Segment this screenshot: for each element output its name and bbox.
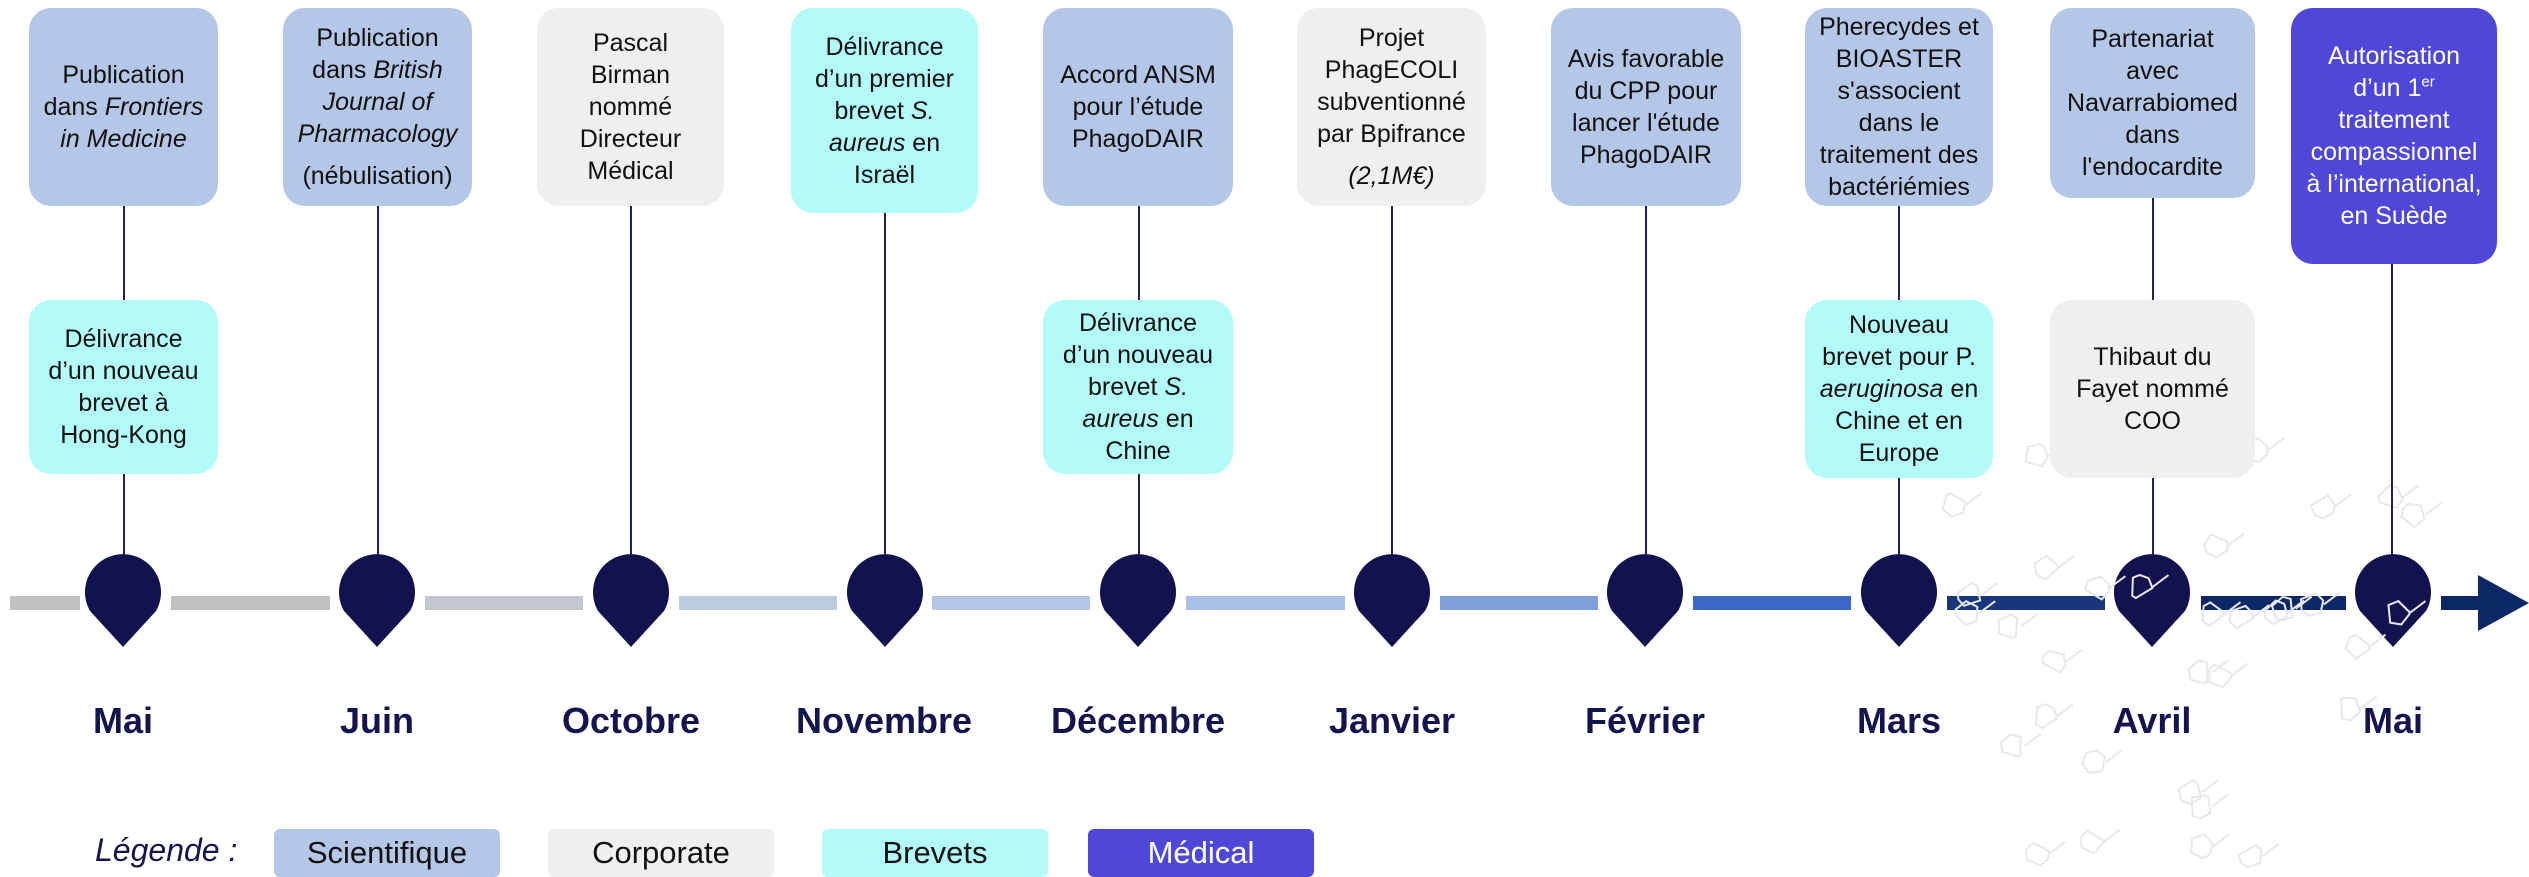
map-pin-icon [1354,554,1430,647]
molecule-icon [2299,591,2341,618]
connector-line [884,210,886,555]
molecule-icon [1999,733,2042,758]
molecule-pattern-decoration [1941,437,2442,869]
event-card-coo: Thibaut du Fayet nommé COO [2050,300,2255,478]
molecule-icon [1956,581,1999,607]
month-label: Avril [2112,700,2192,741]
molecule-icon [2084,575,2126,601]
event-card-brevet-aeruginosa: Nouveau brevet pour P. aeruginosa en Chi… [1805,300,1993,478]
molecule-icon [2187,659,2229,685]
map-pin-icon [2355,554,2431,647]
molecule-icon [2131,573,2170,600]
month-label: Mars [1856,700,1942,741]
molecule-icon [2034,554,2075,581]
month-label: Février [1584,700,1706,741]
connector-line [630,205,632,555]
molecule-icon [1954,600,1996,627]
event-card-brevet-israel: Délivrance d’un premier brevet S. aureus… [791,8,978,213]
legend-item-brevets: Brevets [822,829,1048,877]
legend-item-medical: Médical [1088,829,1314,877]
molecule-icon [2081,749,2123,774]
map-pin-icon [1861,554,1938,647]
timeline-segment [932,596,1090,610]
molecule-icon [2207,662,2249,689]
molecule-icon [2387,599,2427,626]
molecule-icon [2377,484,2420,509]
connector-line [1645,205,1647,555]
event-card-navarrabiomed: Partenariat avec Navarrabiomed dans l'en… [2050,8,2255,198]
event-card-traitement-compassionnel: Autorisation d’un 1er traitement compass… [2291,8,2497,264]
timeline-segment [1186,596,1345,610]
molecule-icon [2190,833,2230,860]
map-pin-icon [1100,554,1176,647]
month-label: Décembre [1050,700,1226,741]
event-card-accord-ansm: Accord ANSM pour l’étude PhagoDAIR [1043,8,1233,206]
molecule-icon [2270,595,2313,622]
event-card-publication-bjp: Publication dans British Journal of Phar… [283,8,472,206]
molecule-icon [2080,828,2121,855]
timeline-segment [10,596,80,610]
molecule-icon [2040,648,2083,674]
map-pin-icon [1607,554,1683,647]
event-card-brevet-hong-kong: Délivrance d’un nouveau brevet à Hong-Ko… [29,300,218,474]
event-card-brevet-chine: Délivrance d’un nouveau brevet S. aureus… [1043,300,1233,474]
event-card-publication-frontiers: Publication dans Frontiers in Medicine [29,8,218,206]
timeline-arrow-head [2478,575,2529,631]
connector-line [2391,262,2393,555]
timeline-segment [1440,596,1598,610]
legend-title: Légende : [95,832,238,868]
event-card-directeur-medical: Pascal Birman nommé Directeur Médical [537,8,724,206]
month-label: Janvier [1328,700,1456,741]
timeline-segment [679,596,837,610]
event-card-pherecydes-bioaster: Pherecydes et BIOASTER s'associent dans … [1805,8,1993,206]
molecule-icon [2339,695,2378,722]
month-label: Mai [92,700,153,741]
molecule-icon [2034,703,2074,730]
month-label: Mai [2362,700,2423,741]
molecule-icon [2228,604,2270,630]
event-card-projet-phagecoli: Projet PhagECOLI subventionné par Bpifra… [1297,8,1486,206]
molecule-icon [2201,601,2242,628]
molecule-icon [2203,532,2245,559]
legend-item-scientifique: Scientifique [274,829,500,877]
map-pin-icon [847,554,923,647]
molecule-icon [2344,633,2387,660]
event-card-avis-cpp: Avis favorable du CPP pour lancer l'étud… [1551,8,1741,206]
legend-item-corporate: Corporate [548,829,774,877]
molecule-icon [1941,492,1983,518]
molecule-icon [1997,613,2038,639]
month-label: Juin [339,700,414,741]
molecule-icon [2400,502,2442,529]
connector-line [377,205,379,555]
map-pin-icon [339,554,415,647]
molecule-icon [2024,841,2066,867]
molecule-icon [2177,779,2219,806]
molecule-icon [2237,842,2280,869]
map-pin-icon [593,554,669,647]
month-label: Octobre [561,700,701,741]
timeline-segment [171,596,330,610]
map-pin-icon [85,554,161,647]
molecule-icon [2309,493,2352,520]
timeline-segment [2445,596,2485,610]
timeline-segment [425,596,583,610]
molecule-icon [2190,793,2229,820]
timeline-segment [1693,596,1851,610]
month-label: Novembre [795,700,973,741]
timeline-segment [2441,596,2445,610]
connector-line [1391,205,1393,555]
